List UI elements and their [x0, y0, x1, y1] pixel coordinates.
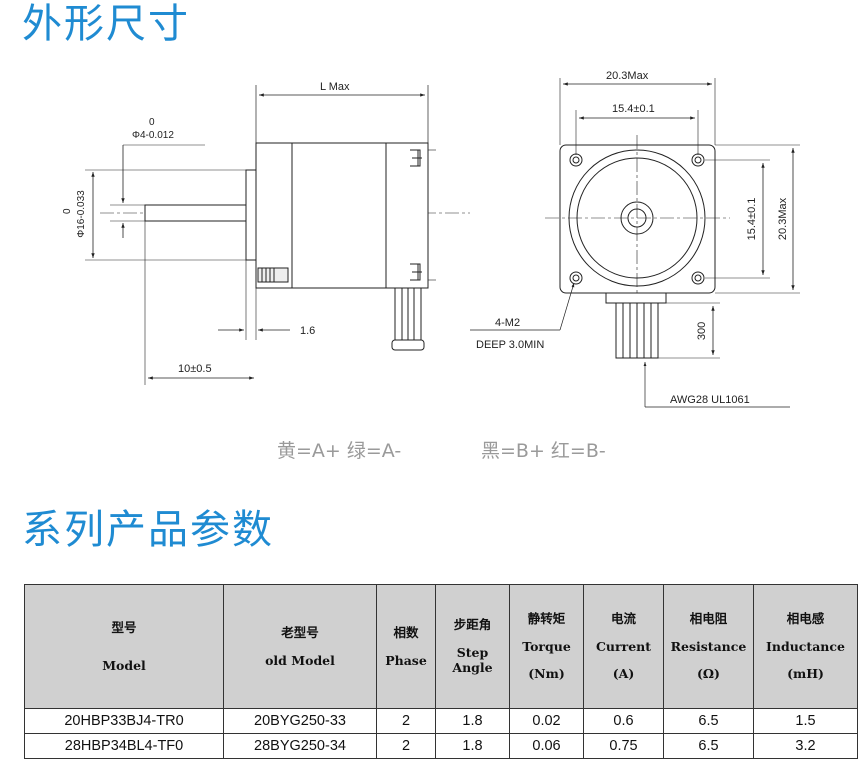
side-view [85, 85, 470, 385]
pilot-diameter-label: Φ16-0.033 [76, 190, 87, 238]
cell-inductance: 3.2 [753, 733, 858, 759]
cell-phase: 2 [376, 708, 436, 734]
table-row: 28HBP34BL4-TF0 28BYG250-34 2 1.8 0.06 0.… [24, 733, 858, 759]
dim-300-label: 300 [696, 322, 708, 340]
cell-model: 28HBP34BL4-TF0 [24, 733, 224, 759]
hole-spec-label: 4-M2 [495, 317, 520, 329]
cell-phase: 2 [376, 733, 436, 759]
wire-spec-label: AWG28 UL1061 [670, 394, 750, 406]
wiring-pair-b: 黑=B+ 红=B- [481, 440, 606, 462]
table-row: 20HBP33BJ4-TR0 20BYG250-33 2 1.8 0.02 0.… [24, 708, 858, 734]
cell-old-model: 20BYG250-33 [223, 708, 377, 734]
dim-20-3-top-label: 20.3Max [606, 70, 649, 82]
cell-current: 0.75 [583, 733, 664, 759]
dim-15-4-side-label: 15.4±0.1 [746, 198, 758, 241]
dim-15-4-top-label: 15.4±0.1 [612, 103, 655, 115]
dim-10-label: 10±0.5 [178, 363, 212, 375]
cell-step-angle: 1.8 [435, 708, 510, 734]
cell-current: 0.6 [583, 708, 664, 734]
cell-torque: 0.02 [509, 708, 584, 734]
cell-inductance: 1.5 [753, 708, 858, 734]
pilot-tolerance-top: 0 [62, 208, 73, 214]
cell-resistance: 6.5 [663, 708, 754, 734]
cell-resistance: 6.5 [663, 733, 754, 759]
dimension-drawing: L Max 0 Φ4-0.012 0 Φ16-0.033 1.6 10±0.5 … [62, 70, 800, 408]
cell-model: 20HBP33BJ4-TR0 [24, 708, 224, 734]
wiring-pair-a: 黄=A+ 绿=A- [277, 440, 402, 462]
dimensions-title: 外形尺寸 [22, 1, 190, 47]
cell-torque: 0.06 [509, 733, 584, 759]
dim-20-3-side-label: 20.3Max [777, 197, 789, 240]
cell-step-angle: 1.8 [435, 733, 510, 759]
cell-old-model: 28BYG250-34 [223, 733, 377, 759]
shaft-tolerance-top: 0 [149, 117, 155, 128]
shaft-diameter-label: Φ4-0.012 [132, 130, 174, 141]
dim-length-label: L Max [320, 81, 350, 93]
parameters-title: 系列产品参数 [22, 507, 274, 553]
hole-depth-label: DEEP 3.0MIN [476, 339, 544, 351]
dim-1-6-label: 1.6 [300, 325, 315, 337]
front-view [470, 78, 800, 408]
